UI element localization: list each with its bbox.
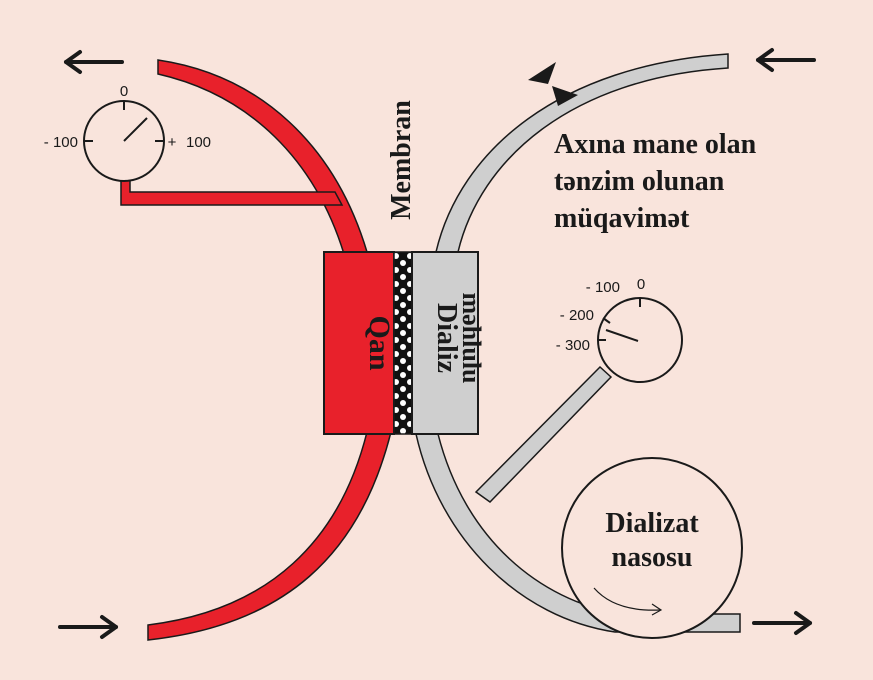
blood-gauge-tick-zero: 0 (120, 83, 128, 100)
pump-label-line2: nasosu (612, 542, 693, 573)
blood-out-arrow-icon (64, 50, 124, 74)
blood-chamber (323, 251, 395, 435)
dialysate-gauge-needle (605, 329, 639, 342)
dialysate-pump (561, 457, 743, 639)
blood-gauge-tick-neg: - 100 (44, 134, 78, 151)
blood-in-arrow-icon (58, 615, 118, 639)
dialysate-circuit: Dializ məhlulu Dializat nasosu (411, 53, 743, 639)
dialysate-gauge-tick-200: - 200 (560, 307, 594, 324)
dialysate-chamber (411, 251, 479, 435)
blood-outlet-tube (157, 59, 368, 255)
dialysate-in-arrow-icon (756, 48, 816, 72)
dialysate-gauge-tick-100: - 100 (586, 279, 620, 296)
blood-gauge-tick-pos-mark: + (168, 134, 177, 151)
blood-circuit: Qan (120, 59, 396, 641)
pump-rotation-arrowhead-icon (651, 603, 663, 616)
blood-label: Qan (363, 315, 396, 370)
resistance-label-line3: müqavimət (554, 203, 690, 234)
dialysate-label-line1: Dializ (431, 303, 462, 373)
blood-gauge-tick-pos: 100 (186, 134, 211, 151)
blood-gauge-branch (120, 179, 344, 206)
blood-inlet-tube (147, 431, 392, 641)
blood-gauge-needle (123, 117, 148, 142)
dialysate-gauge-tick-300: - 300 (556, 337, 590, 354)
dialysate-out-arrow-icon (752, 611, 812, 635)
resistance-label-line1: Axına mane olan (554, 129, 757, 160)
membrane-label: Membran (386, 100, 417, 220)
pump-rotation-arrow-icon (593, 587, 661, 611)
resistance-label-line2: tənzim olunan (554, 166, 725, 197)
dialysate-gauge-tick-zero: 0 (637, 276, 645, 293)
membrane (393, 251, 413, 435)
dialysate-pressure-gauge: 0 - 100 - 200 - 300 (556, 276, 683, 383)
dialysate-gauge-branch (474, 365, 613, 503)
resistance-arrow-lower-icon (552, 86, 578, 106)
flow-arrows (58, 48, 816, 639)
dialysate-outlet-tube (435, 53, 729, 253)
resistance-arrow-upper-icon (528, 62, 556, 84)
pump-label-line1: Dializat (605, 508, 699, 539)
dialysate-label-line2: məhlulu (457, 292, 486, 383)
blood-pressure-gauge: 0 - 100 + 100 (44, 83, 211, 182)
